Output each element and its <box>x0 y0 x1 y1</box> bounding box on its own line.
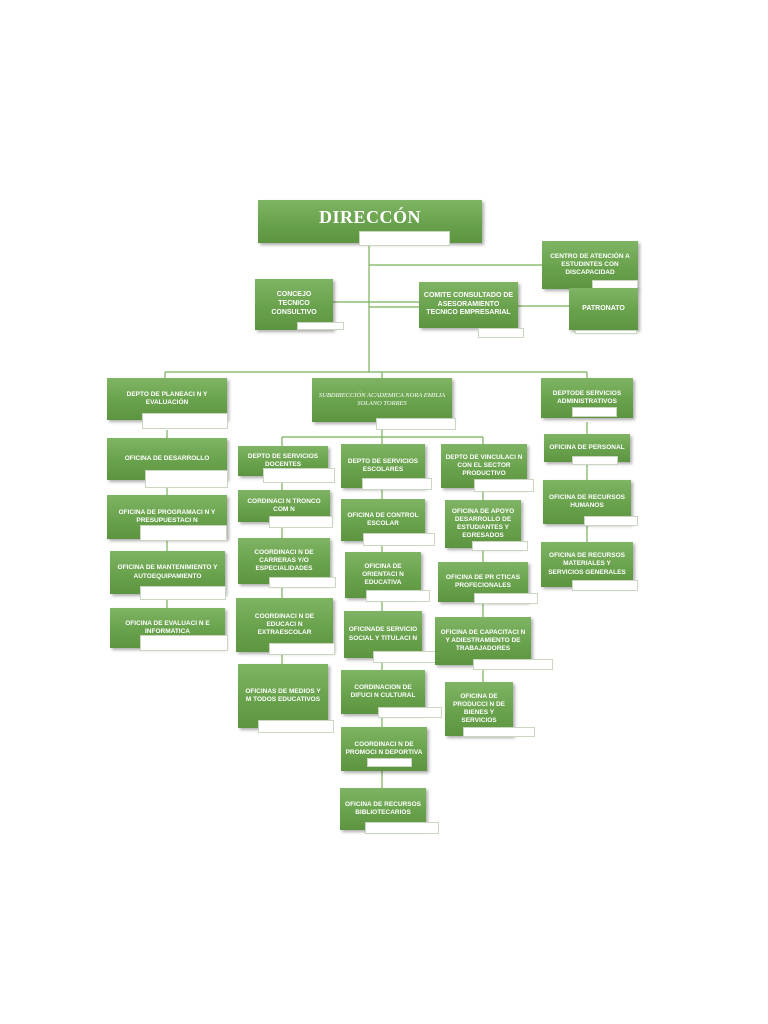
name-tag <box>365 822 439 834</box>
name-tag <box>297 322 344 330</box>
name-tag <box>140 525 227 541</box>
name-tag <box>362 478 432 490</box>
name-tag <box>258 720 334 733</box>
name-tag <box>366 590 430 602</box>
name-tag <box>378 707 442 718</box>
name-tag <box>474 479 534 492</box>
name-tag <box>363 533 435 546</box>
name-tag <box>575 330 637 334</box>
name-tag <box>572 456 618 465</box>
name-tag <box>473 659 553 670</box>
name-tag <box>572 407 617 417</box>
name-tag <box>478 328 524 338</box>
node-subdireccion: SUBDIRECCIÓN ACADEMICA NORA EMILIA SOLAN… <box>312 378 452 422</box>
name-tag <box>572 580 638 591</box>
node-oficinas-medios: OFICINAS DE MEDIOS Y M TODOS EDUCATIVOS <box>238 664 328 728</box>
name-tag <box>584 516 638 526</box>
name-tag <box>376 418 456 430</box>
node-oficina-servicio-social: OFICINADE SERVICIO SOCIAL Y TITULACI N <box>344 611 422 658</box>
name-tag <box>140 635 228 651</box>
name-tag <box>463 727 535 737</box>
name-tag <box>263 468 335 483</box>
name-tag <box>373 651 437 663</box>
node-oficina-recursos-materiales: OFICINA DE RECURSOS MATERIALES Y SERVICI… <box>541 542 633 587</box>
name-tag <box>472 541 528 551</box>
node-coordinacion-difusion: CORDINACION DE DIFUCI N CULTURAL <box>341 670 425 714</box>
node-concejo-tecnico: CONCEJO TECNICO CONSULTIVO <box>255 279 333 330</box>
name-tag <box>474 593 538 604</box>
name-tag <box>269 643 335 655</box>
node-coordinacion-carreras: COORDINACI N DE CARRERAS Y/O ESPECIALIDA… <box>238 538 330 584</box>
node-oficina-capacitacion: OFICINA DE CAPACITACI N Y ADIESTRAMIENTO… <box>435 617 531 665</box>
name-tag <box>140 586 226 600</box>
name-tag <box>269 577 336 588</box>
name-tag <box>269 516 333 528</box>
name-tag <box>145 470 228 488</box>
name-tag <box>359 231 450 246</box>
name-tag <box>142 413 228 429</box>
node-patronato: PATRONATO <box>569 288 638 330</box>
name-tag <box>367 758 412 767</box>
node-comite-consultado: COMITE CONSULTADO DE ASESORAMIENTO TECNI… <box>419 282 518 328</box>
node-oficina-apoyo-desarrollo: OFICINA DE APOYO DESARROLLO DE ESTUDIANT… <box>445 500 521 548</box>
